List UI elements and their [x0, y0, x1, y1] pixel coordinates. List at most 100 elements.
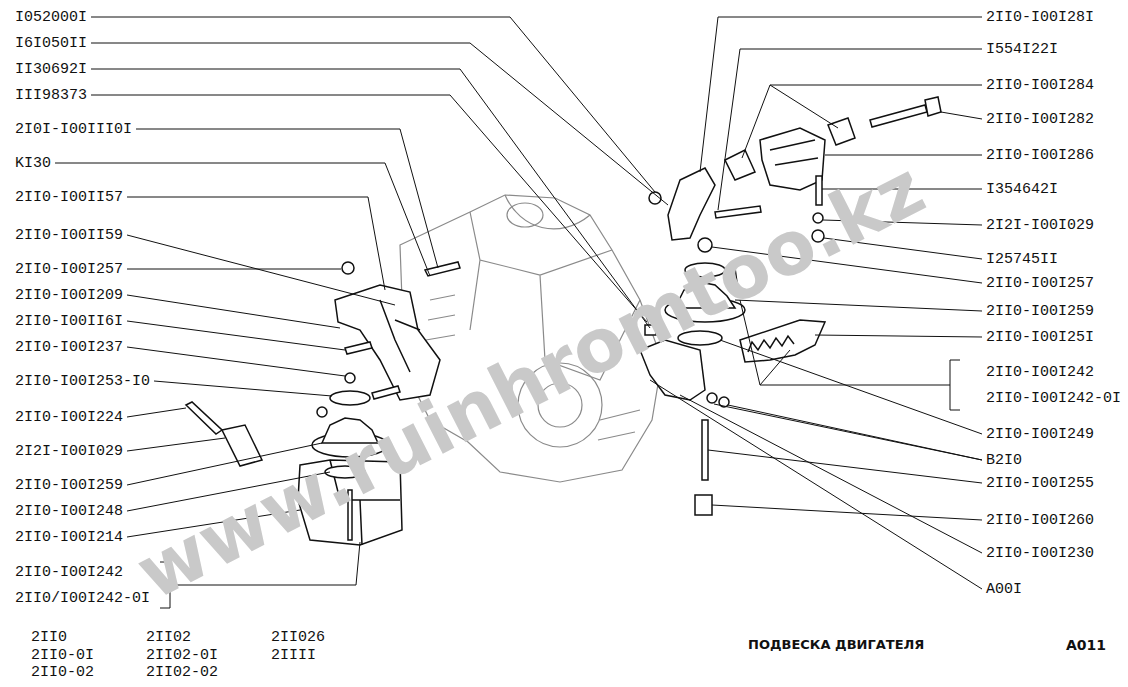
part-number: III98373 — [14, 87, 88, 104]
part-number: 2II0-I00II6I — [14, 313, 124, 330]
left-bolt — [345, 342, 372, 354]
part-number: 2II0-I00I282 — [985, 111, 1095, 128]
leader-line — [742, 85, 982, 158]
leader-line — [127, 408, 186, 417]
washer-small — [317, 407, 327, 417]
leader-line — [91, 95, 647, 322]
left-bracket-detail — [380, 300, 420, 372]
left-nut — [342, 262, 354, 274]
leader-line — [941, 112, 982, 119]
part-number: 2II0-I00I257 — [14, 261, 124, 278]
part-number: 2I2I-I00I029 — [14, 443, 124, 460]
leader-line — [708, 450, 982, 483]
leader-line — [154, 381, 332, 396]
leader-line — [55, 163, 430, 276]
leader-line — [127, 321, 345, 350]
leader-line — [127, 235, 395, 305]
part-number: 2II0-I00I25I — [985, 329, 1095, 346]
top-bolt-head — [925, 97, 941, 116]
part-number: 2II0-I00I214 — [14, 529, 124, 546]
part-number: I25745II — [985, 251, 1059, 268]
leader-line — [770, 85, 838, 128]
part-number: I354642I — [985, 181, 1059, 198]
title: ПОДВЕСКА ДВИГАТЕЛЯ — [748, 637, 924, 652]
part-number: 2II0-I00I286 — [985, 147, 1095, 164]
right-stud — [702, 420, 708, 480]
right-nut-3 — [707, 393, 717, 403]
label-bracket — [950, 360, 960, 410]
model-number: 2II0-0I — [30, 647, 95, 664]
part-number: 2II0-I00I242 — [14, 564, 124, 581]
screw — [186, 402, 222, 434]
model-number: 2II02-02 — [145, 664, 219, 681]
part-number: B2I0 — [985, 452, 1023, 469]
part-number: 2II0-I00I260 — [985, 512, 1095, 529]
part-number: 2II0-I00I284 — [985, 77, 1095, 94]
model-number: 2II02 — [145, 629, 192, 646]
part-number: 2II0-I00I242 — [985, 364, 1095, 381]
leader-line — [714, 404, 982, 460]
leader-line — [680, 395, 982, 553]
leader-line — [815, 335, 982, 337]
leader-line — [712, 505, 982, 520]
part-number: 2II0-I00I259 — [985, 303, 1095, 320]
part-number: 2II0/I00I242-0I — [14, 590, 151, 607]
leader-line — [91, 43, 668, 205]
left-stud — [425, 262, 460, 276]
part-number: I6I050II — [14, 35, 88, 52]
leader-line — [760, 350, 790, 385]
leader-line — [127, 438, 225, 451]
model-number: 2II0-02 — [30, 664, 95, 681]
top-washer-right — [828, 118, 855, 145]
model-number: 2II026 — [270, 629, 326, 646]
part-number: I554I22I — [985, 41, 1059, 58]
part-number: 2II0-I00II57 — [14, 189, 124, 206]
left-bolt-2 — [372, 386, 400, 399]
leader-line — [127, 269, 341, 270]
part-number: 2II0-I00I249 — [985, 426, 1095, 443]
leader-line — [127, 197, 385, 290]
part-number: 2II0-I00I253-I0 — [14, 373, 151, 390]
part-number: KI30 — [14, 155, 52, 172]
part-number: 2II0-I00I28I — [985, 9, 1095, 26]
part-number: 2II0-I00I209 — [14, 287, 124, 304]
part-number: 2I2I-I00I029 — [985, 217, 1095, 234]
model-number: 2II0 — [30, 629, 68, 646]
leader-line — [650, 380, 982, 589]
model-number: 2II02-0I — [145, 647, 219, 664]
part-number: 2II0-I00I237 — [14, 339, 124, 356]
watermark: www.ruinhromtoo.kz — [123, 144, 937, 616]
right-sleeve — [695, 495, 712, 515]
leader-line — [720, 340, 982, 434]
part-number: 2II0-I00II59 — [14, 227, 124, 244]
part-number: II30692I — [14, 61, 88, 78]
part-number: 2II0-I00I242-0I — [985, 390, 1122, 407]
part-number: 2II0-I00I255 — [985, 475, 1095, 492]
leader-line — [127, 347, 345, 376]
part-number: 2II0-I00I248 — [14, 503, 124, 520]
top-mount-detail — [770, 140, 818, 165]
boss — [507, 203, 543, 227]
part-number: 2II0-I00I230 — [985, 545, 1095, 562]
model-number: 2IIII — [270, 647, 317, 664]
leader-line — [740, 300, 950, 385]
left-washer — [330, 391, 370, 405]
leader-line — [700, 17, 982, 172]
part-number: 2II0-I00I224 — [14, 409, 124, 426]
part-number: A00I — [985, 581, 1023, 598]
part-number: 2II0-I00I257 — [985, 275, 1095, 292]
plate-teeth — [748, 336, 794, 352]
top-washer-left — [725, 150, 755, 180]
top-bolt — [870, 105, 927, 127]
sheet-code: A011 — [1065, 637, 1107, 654]
part-number: 2I0I-I00III0I — [14, 121, 133, 138]
leader-line — [136, 129, 438, 268]
part-number: 2II0-I00I259 — [14, 477, 124, 494]
left-nut-small — [345, 373, 355, 383]
leader-line — [91, 69, 650, 328]
left-bracket — [335, 285, 440, 400]
leader-line — [127, 295, 340, 328]
part-number: I052000I — [14, 9, 88, 26]
right-upper-bracket — [668, 168, 715, 240]
